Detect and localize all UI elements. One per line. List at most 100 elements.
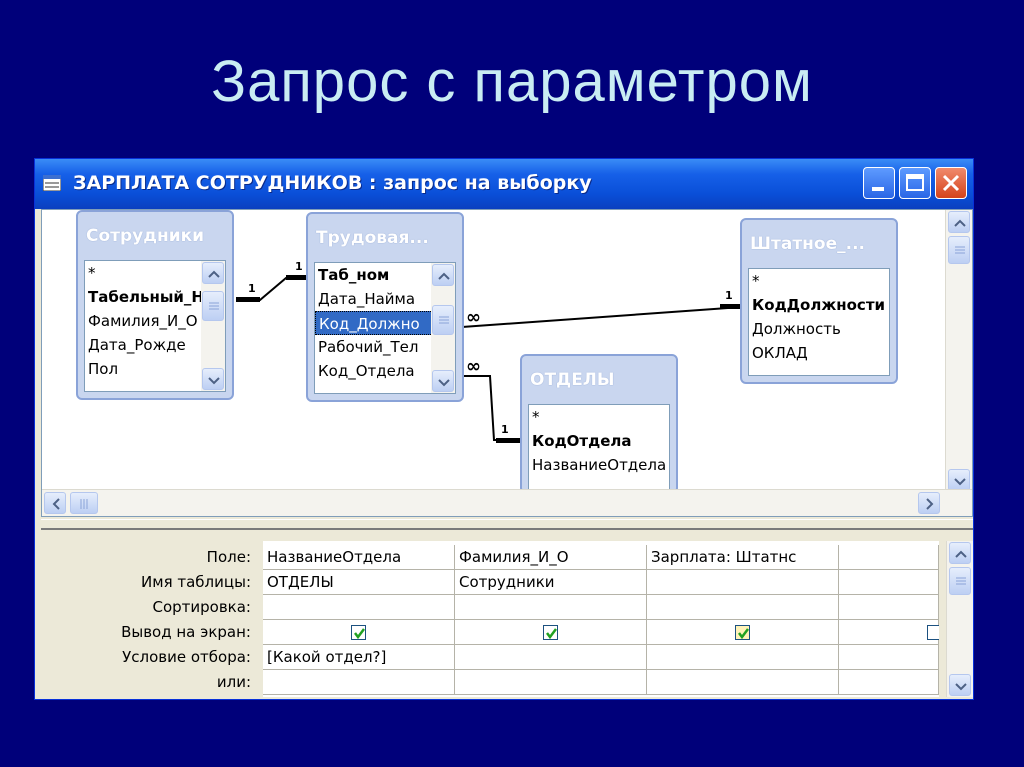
chevron-right-icon — [926, 498, 934, 510]
field-item[interactable]: Таб_ном — [318, 266, 390, 284]
grid-cell-criteria[interactable]: [Какой отдел?] — [263, 645, 455, 670]
grid-cell-field[interactable] — [839, 545, 939, 570]
table-box-staff[interactable]: Штатное_... * КодДолжности Должность ОКЛ… — [740, 218, 898, 384]
grid-cell-table[interactable] — [839, 570, 939, 595]
scroll-down-button[interactable] — [432, 370, 454, 392]
field-item[interactable]: Код_Отдела — [318, 362, 415, 380]
row-label-sort: Сортировка: — [152, 598, 251, 616]
field-item[interactable]: * — [752, 272, 760, 290]
scroll-up-button[interactable] — [948, 211, 970, 233]
scroll-left-button[interactable] — [44, 492, 66, 514]
field-item[interactable]: * — [88, 264, 96, 282]
relation-one-label: 1 — [501, 423, 509, 436]
field-list-scrollbar[interactable] — [431, 263, 455, 393]
field-item[interactable]: Рабочий_Тел — [318, 338, 419, 356]
grid-cell-or[interactable] — [263, 670, 455, 695]
grid-cell-criteria[interactable] — [647, 645, 839, 670]
field-item[interactable]: Пол — [88, 360, 119, 378]
table-box-employees[interactable]: Сотрудники * Табельный_Н Фамилия_И_О Дат… — [76, 210, 234, 400]
grid-vertical-scrollbar[interactable] — [946, 541, 973, 697]
grid-cell-table[interactable]: ОТДЕЛЫ — [263, 570, 455, 595]
field-item[interactable]: НазваниеОтдела — [532, 456, 667, 474]
minimize-button[interactable] — [863, 167, 895, 199]
checkmark-icon — [546, 628, 557, 640]
relation-many-label: ∞ — [466, 307, 481, 328]
scroll-right-button[interactable] — [918, 492, 940, 514]
table-box-labor[interactable]: Трудовая... Таб_ном Дата_Найма Код_Должн… — [306, 212, 464, 402]
table-pane-horizontal-scrollbar[interactable] — [42, 489, 972, 516]
field-item[interactable]: Должность — [752, 320, 841, 338]
field-item[interactable]: КодОтдела — [532, 432, 632, 450]
field-list: * Табельный_Н Фамилия_И_О Дата_Рожде Пол — [84, 260, 226, 392]
row-label-criteria: Условие отбора: — [122, 648, 251, 666]
scroll-up-button[interactable] — [432, 264, 454, 286]
grip-icon — [956, 577, 966, 585]
scroll-thumb[interactable] — [202, 291, 224, 321]
table-box-header: Штатное_... — [750, 234, 866, 254]
table-pane: 1 1 ∞ 1 ∞ 1 Сотрудники * Табельный_Н Фам… — [41, 209, 973, 517]
checkmark-icon — [354, 628, 365, 640]
scroll-thumb[interactable] — [948, 236, 970, 264]
scroll-down-button[interactable] — [949, 674, 971, 696]
row-label-show: Вывод на экран: — [121, 623, 251, 641]
scroll-thumb[interactable] — [432, 305, 454, 335]
window-title: ЗАРПЛАТА СОТРУДНИКОВ : запрос на выборку — [73, 172, 592, 194]
row-label-table: Имя таблицы: — [141, 573, 251, 591]
field-item[interactable]: ОКЛАД — [752, 344, 808, 362]
query-window: ЗАРПЛАТА СОТРУДНИКОВ : запрос на выборку… — [34, 158, 974, 700]
relation-many-label: ∞ — [466, 356, 481, 377]
window-titlebar[interactable]: ЗАРПЛАТА СОТРУДНИКОВ : запрос на выборку — [35, 159, 973, 209]
relationship-lines: 1 1 ∞ 1 ∞ 1 — [236, 260, 744, 443]
row-label-field: Поле: — [206, 548, 251, 566]
table-box-departments[interactable]: ОТДЕЛЫ * КодОтдела НазваниеОтдела — [520, 354, 678, 494]
field-item[interactable]: Табельный_Н — [88, 288, 204, 306]
chevron-up-icon — [955, 550, 967, 558]
field-item[interactable]: Дата_Найма — [318, 290, 416, 308]
grid-cell-criteria[interactable] — [839, 645, 939, 670]
grid-cell-field[interactable]: Фамилия_И_О — [455, 545, 647, 570]
field-item[interactable]: Фамилия_И_О — [88, 312, 198, 330]
relation-labor-departments — [462, 375, 520, 441]
grid-cell-sort[interactable] — [647, 595, 839, 620]
scroll-thumb[interactable] — [70, 492, 98, 514]
show-checkbox[interactable] — [735, 625, 750, 640]
chevron-down-icon — [438, 379, 450, 387]
field-list: * КодДолжности Должность ОКЛАД — [748, 268, 890, 376]
scroll-thumb[interactable] — [949, 567, 971, 595]
pane-splitter[interactable] — [41, 519, 973, 530]
scroll-up-button[interactable] — [949, 542, 971, 564]
scroll-down-button[interactable] — [202, 368, 224, 390]
relation-one-label: 1 — [295, 260, 303, 273]
relation-labor-staff — [461, 306, 743, 328]
grid-cell-or[interactable] — [455, 670, 647, 695]
scroll-up-button[interactable] — [202, 262, 224, 284]
grid-cell-or[interactable] — [647, 670, 839, 695]
grid-cell-or[interactable] — [839, 670, 939, 695]
field-item[interactable]: Дата_Рожде — [88, 336, 186, 354]
field-list-scrollbar[interactable] — [201, 261, 225, 391]
show-checkbox[interactable] — [351, 625, 366, 640]
checkmark-icon — [738, 628, 749, 640]
maximize-button[interactable] — [899, 167, 931, 199]
grid-cell-table[interactable] — [647, 570, 839, 595]
grid-cell-criteria[interactable] — [455, 645, 647, 670]
grid-cell-field[interactable]: Зарплата: Штатнс — [647, 545, 839, 570]
grid-cell-table[interactable]: Сотрудники — [455, 570, 647, 595]
table-pane-vertical-scrollbar[interactable] — [945, 210, 972, 492]
chevron-down-icon — [208, 377, 220, 385]
scroll-down-button[interactable] — [948, 469, 970, 491]
table-box-header: ОТДЕЛЫ — [530, 370, 615, 390]
grid-cell-field[interactable]: НазваниеОтдела — [263, 545, 455, 570]
show-checkbox[interactable] — [543, 625, 558, 640]
relation-one-label: 1 — [248, 282, 256, 295]
close-button[interactable] — [935, 167, 967, 199]
field-item[interactable]: КодДолжности — [752, 296, 886, 314]
grid-cell-sort[interactable] — [263, 595, 455, 620]
row-label-or: или: — [216, 673, 251, 691]
field-item[interactable]: * — [532, 408, 540, 426]
grid-cell-sort[interactable] — [455, 595, 647, 620]
query-icon — [43, 175, 61, 191]
show-checkbox[interactable] — [927, 625, 939, 640]
grid-cell-sort[interactable] — [839, 595, 939, 620]
chevron-up-icon — [208, 270, 220, 278]
